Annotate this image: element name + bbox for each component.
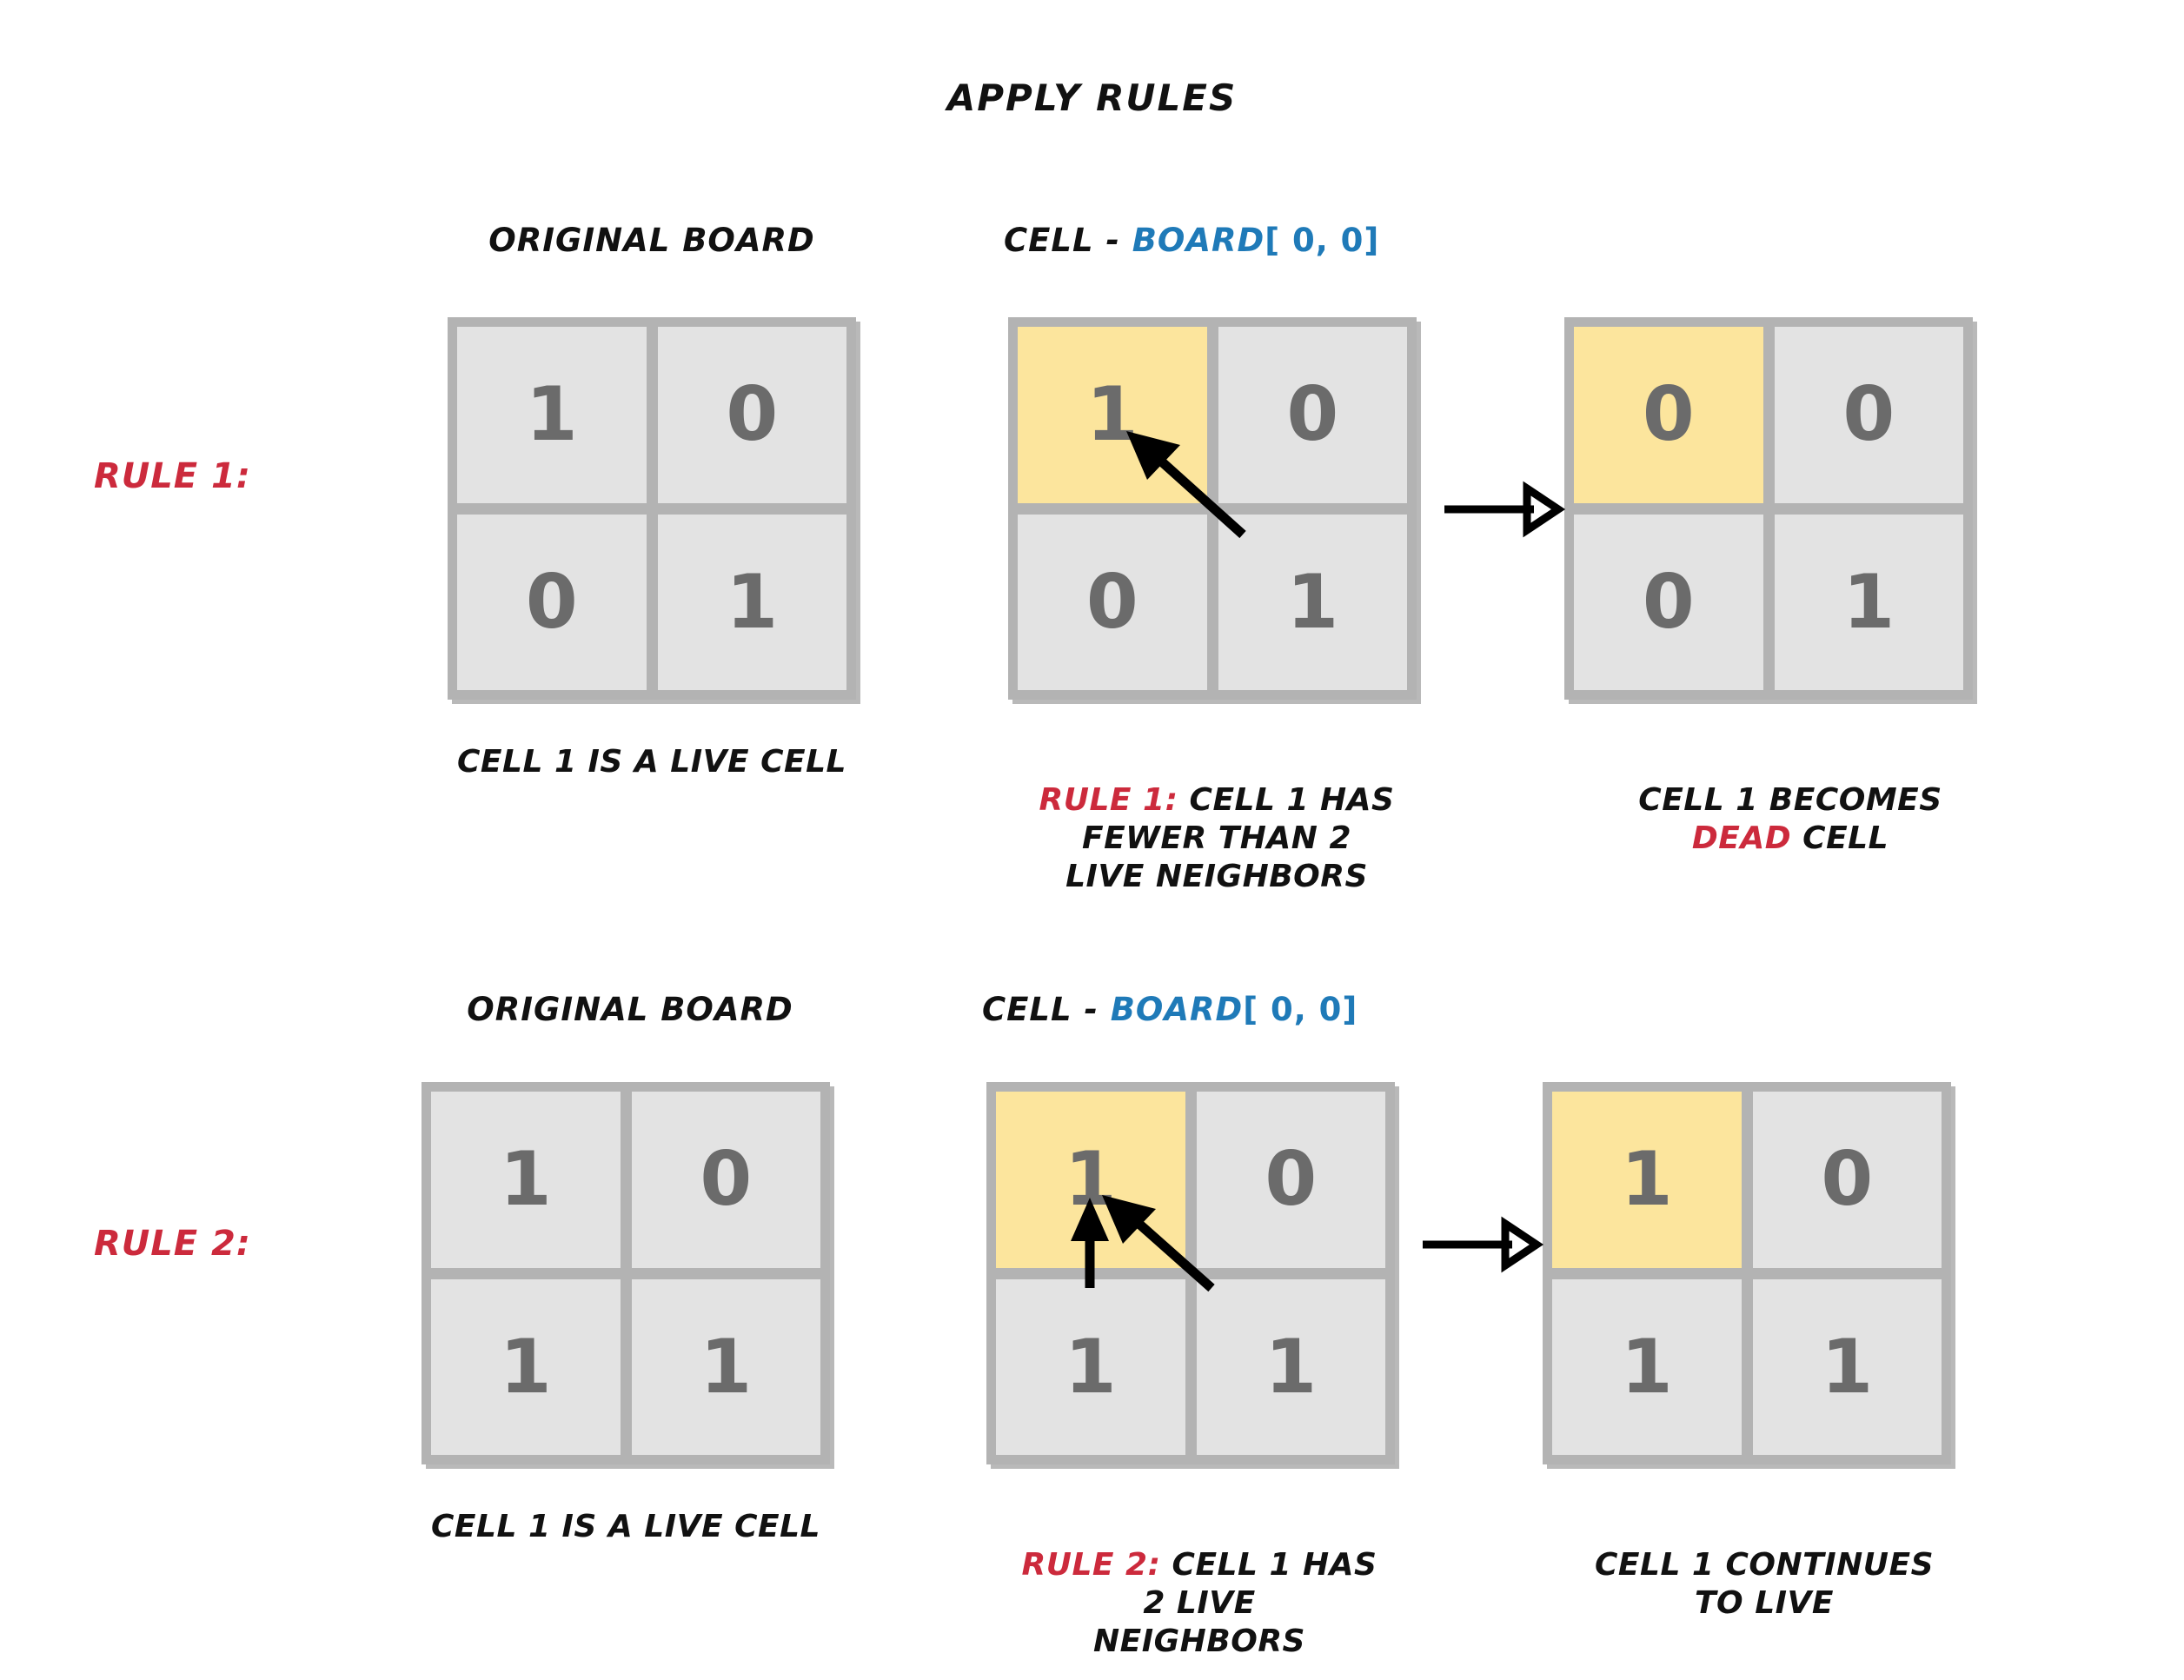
rule-1-row-label: RULE 1:: [94, 456, 251, 496]
cell-r1c0: 0: [1574, 514, 1763, 690]
cell-r1c1: 1: [657, 514, 846, 690]
row-1-result-board: 0 0 0 1: [1564, 317, 1973, 700]
row-1-header-board-word: BOARD: [1132, 222, 1265, 259]
row-1-cell-board-header: CELL - BOARD[ 0, 0]: [1004, 222, 1379, 259]
row-2-caption-rule-tag: RULE 2:: [1021, 1546, 1161, 1583]
cell-r0c1: 0: [1196, 1092, 1385, 1268]
row-2-header-board-word: BOARD: [1110, 991, 1244, 1028]
cell-r0c0: 1: [1018, 327, 1207, 503]
cell-r1c1: 1: [1218, 514, 1407, 690]
row-1-header-index: [ 0, 0]: [1265, 222, 1380, 259]
row-1-transition-arrow: [1444, 481, 1566, 538]
row-2-result-board: 1 0 1 1: [1543, 1082, 1951, 1464]
cell-r0c1: 0: [1774, 327, 1963, 503]
row-1-cell-board-caption: RULE 1: CELL 1 HAS FEWER THAN 2 LIVE NEI…: [973, 743, 1460, 896]
row-1-caption-rest: CELL 1 HAS FEWER THAN 2 LIVE NEIGHBORS: [1065, 781, 1395, 894]
row-2-result-caption-before: CELL 1 CONTINUES TO LIVE: [1595, 1546, 1934, 1621]
cell-r1c0: 1: [996, 1278, 1185, 1455]
cell-r0c0: 1: [457, 327, 647, 503]
cell-r0c1: 0: [1752, 1092, 1942, 1268]
row-1-original-board: 1 0 0 1: [448, 317, 856, 700]
cell-r1c0: 0: [457, 514, 647, 690]
row-2-original-board-header: ORIGINAL BOARD: [467, 991, 793, 1028]
cell-r1c1: 1: [1752, 1278, 1942, 1455]
cell-r1c0: 1: [1552, 1278, 1742, 1455]
row-2-cell-board-caption: RULE 2: CELL 1 HAS 2 LIVE NEIGHBORS: [956, 1508, 1443, 1661]
row-1-original-caption: CELL 1 IS A LIVE CELL: [457, 744, 846, 780]
row-1-result-caption-emphasis: DEAD: [1691, 820, 1792, 856]
cell-r0c0: 1: [996, 1092, 1185, 1268]
row-1-header-prefix: CELL -: [1004, 222, 1132, 259]
row-1-result-caption-before: CELL 1 BECOMES: [1638, 781, 1942, 818]
cell-r0c1: 0: [631, 1092, 820, 1268]
row-2-original-board: 1 0 1 1: [422, 1082, 830, 1464]
page-title: APPLY RULES: [946, 76, 1238, 119]
cell-r0c0: 1: [1552, 1092, 1742, 1268]
row-1-caption-rule-tag: RULE 1:: [1039, 781, 1178, 818]
row-1-result-caption-after: CELL: [1791, 820, 1889, 856]
row-2-header-index: [ 0, 0]: [1243, 991, 1358, 1028]
row-1-original-board-header: ORIGINAL BOARD: [488, 222, 815, 259]
row-2-result-caption: CELL 1 CONTINUES TO LIVE: [1530, 1508, 1999, 1623]
cell-r1c0: 0: [1018, 514, 1207, 690]
row-2-original-caption: CELL 1 IS A LIVE CELL: [431, 1509, 820, 1544]
cell-r1c1: 1: [1774, 514, 1963, 690]
cell-r0c1: 0: [1218, 327, 1407, 503]
rule-2-row-label: RULE 2:: [94, 1224, 251, 1264]
row-1-result-caption: CELL 1 BECOMES DEAD CELL: [1556, 743, 2025, 858]
row-2-cell-board-header: CELL - BOARD[ 0, 0]: [982, 991, 1358, 1028]
row-2-caption-rest: CELL 1 HAS 2 LIVE NEIGHBORS: [1093, 1546, 1377, 1659]
cell-r0c1: 0: [657, 327, 846, 503]
row-2-header-prefix: CELL -: [982, 991, 1111, 1028]
cell-r1c1: 1: [631, 1278, 820, 1455]
cell-r0c0: 0: [1574, 327, 1763, 503]
cell-r1c1: 1: [1196, 1278, 1385, 1455]
cell-r0c0: 1: [431, 1092, 621, 1268]
row-1-cell-board: 1 0 0 1: [1008, 317, 1417, 700]
cell-r1c0: 1: [431, 1278, 621, 1455]
row-2-cell-board: 1 0 1 1: [986, 1082, 1395, 1464]
row-2-transition-arrow: [1423, 1216, 1544, 1273]
